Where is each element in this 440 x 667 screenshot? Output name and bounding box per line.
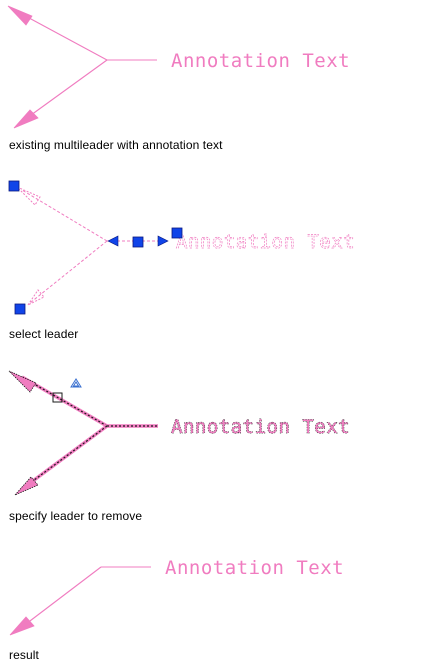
triangle-grip-icon[interactable] — [107, 235, 119, 247]
arrowhead-lower-icon — [9, 616, 35, 636]
leader-line-lower — [29, 240, 108, 304]
snap-marker-icon — [70, 378, 82, 388]
square-grip-icon[interactable] — [132, 236, 144, 248]
panel-specify: Annotation Text specify leader to remove — [0, 365, 440, 525]
panel-select: Annotation Text select leader — [0, 170, 440, 345]
leader-line-upper — [21, 376, 108, 427]
caption-result: result — [9, 648, 39, 662]
leader-line-lower — [21, 425, 108, 490]
panel-result: Annotation Text result — [0, 545, 440, 667]
leader-line-lower — [21, 566, 102, 628]
annotation-text: Annotation Text — [171, 416, 350, 438]
arrowhead-lower-icon — [26, 289, 45, 307]
multileader-result — [9, 566, 151, 636]
annotation-text: Annotation Text — [165, 557, 344, 579]
leader-line-upper — [21, 189, 108, 242]
multileader-highlighted — [8, 370, 158, 496]
panel-existing-drawing: Annotation Text — [7, 5, 350, 129]
leader-line-lower — [19, 59, 108, 124]
square-grip-icon[interactable] — [171, 227, 183, 239]
arrowhead-upper-icon — [16, 186, 41, 206]
multileader — [7, 5, 157, 129]
triangle-grip-icon[interactable] — [157, 235, 169, 247]
panel-existing: Annotation Text existing multileader wit… — [0, 0, 440, 160]
panel-result-drawing: Annotation Text — [9, 557, 344, 636]
arrowhead-lower-icon — [13, 109, 39, 129]
square-grip-icon[interactable] — [14, 303, 26, 315]
leader-line-upper — [17, 11, 108, 61]
caption-existing: existing multileader with annotation tex… — [9, 138, 223, 152]
caption-select: select leader — [9, 327, 79, 341]
annotation-text: Annotation Text — [176, 231, 355, 253]
multileader-selected — [16, 186, 168, 307]
arrowhead-upper-icon — [7, 5, 33, 26]
arrowhead-lower-icon — [14, 476, 39, 496]
square-grip-icon[interactable] — [8, 180, 20, 192]
annotation-text: Annotation Text — [171, 50, 350, 72]
panel-specify-drawing: Annotation Text — [8, 370, 350, 496]
arrowhead-upper-icon — [8, 370, 37, 393]
panel-select-drawing: Annotation Text — [8, 180, 355, 315]
caption-specify: specify leader to remove — [9, 509, 143, 523]
pickbox-icon[interactable] — [52, 392, 63, 403]
